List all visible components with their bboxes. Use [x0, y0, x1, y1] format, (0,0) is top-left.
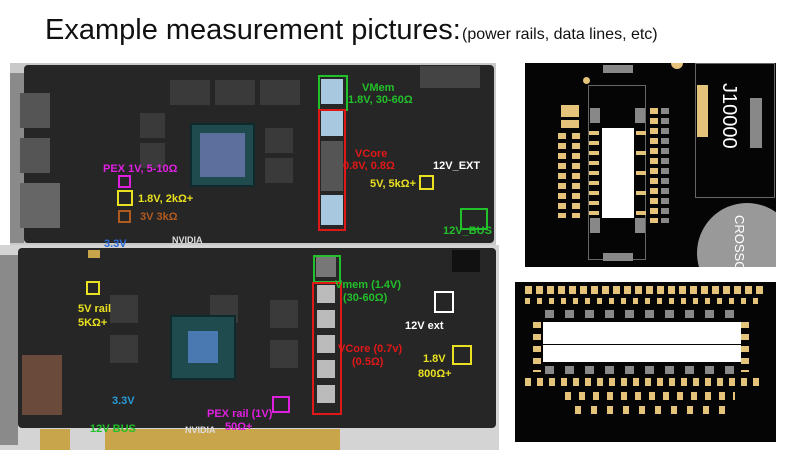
label-12v-bus-bottom: 12V BUS [90, 423, 136, 435]
schematic-top: J10000 CROSSC5 [525, 63, 776, 267]
v5-marker-bottom [86, 281, 100, 295]
ext-marker-bottom [434, 291, 454, 313]
label-vmem-bottom: Vmem (1.4V) [335, 279, 402, 291]
brand-logo: NVIDIA [172, 235, 203, 245]
bus-marker [460, 208, 488, 230]
bottom-board-photo [0, 245, 499, 450]
top-board-photo [10, 63, 496, 246]
label-vcore-bottom: VCore (0.7v) [338, 343, 403, 355]
label-vmem: VMem [362, 82, 395, 94]
label-3v3-bottom: 3.3V [112, 395, 135, 407]
v5-marker [419, 175, 434, 190]
label-1v8: 1.8V, 2kΩ+ [138, 193, 194, 205]
label-1v8-bottom: 1.8V [423, 353, 446, 365]
slide-title: Example measurement pictures: [45, 14, 461, 46]
v18-marker-bottom [452, 345, 472, 365]
component-label: CROSSC5 [732, 215, 747, 267]
brand-logo-bottom: NVIDIA [185, 425, 216, 435]
label-12v-bus: 12V_BUS [443, 225, 492, 237]
label-1v8-spec-bottom: 800Ω+ [418, 368, 452, 380]
v18-marker [117, 190, 133, 206]
label-5v-spec-bottom: 5KΩ+ [78, 317, 108, 329]
vmem-marker [318, 75, 348, 111]
label-vcore-spec: 0.8V, 0.8Ω [343, 160, 395, 172]
slide-subtitle: (power rails, data lines, etc) [462, 26, 658, 43]
label-3v3: 3.3V [104, 238, 127, 250]
pex-marker-bottom [272, 396, 290, 413]
label-5v-bottom: 5V rail [78, 303, 112, 315]
label-5v: 5V, 5kΩ+ [370, 178, 417, 190]
label-3v: 3V 3kΩ [140, 211, 178, 223]
label-pex: PEX 1V, 5-10Ω [103, 163, 178, 175]
label-pex-bottom: PEX rail (1V) [207, 408, 273, 420]
label-pex-spec-bottom: 50Ω+ [225, 421, 253, 433]
label-12v-ext: 12V_EXT [433, 160, 481, 172]
vcore-marker-bottom [312, 282, 342, 415]
label-vcore: VCore [355, 148, 388, 160]
schematic-bottom [515, 282, 776, 442]
connector-label: J10000 [718, 83, 740, 149]
vcore-marker [318, 109, 346, 231]
label-12v-ext-bottom: 12V ext [405, 320, 444, 332]
pex-marker [118, 175, 131, 188]
v3-marker [118, 210, 131, 223]
label-vcore-spec-bottom: (0.5Ω) [352, 356, 384, 368]
label-vmem-spec-bottom: (30-60Ω) [343, 292, 388, 304]
label-vmem-spec: 1.8V, 30-60Ω [348, 94, 413, 106]
